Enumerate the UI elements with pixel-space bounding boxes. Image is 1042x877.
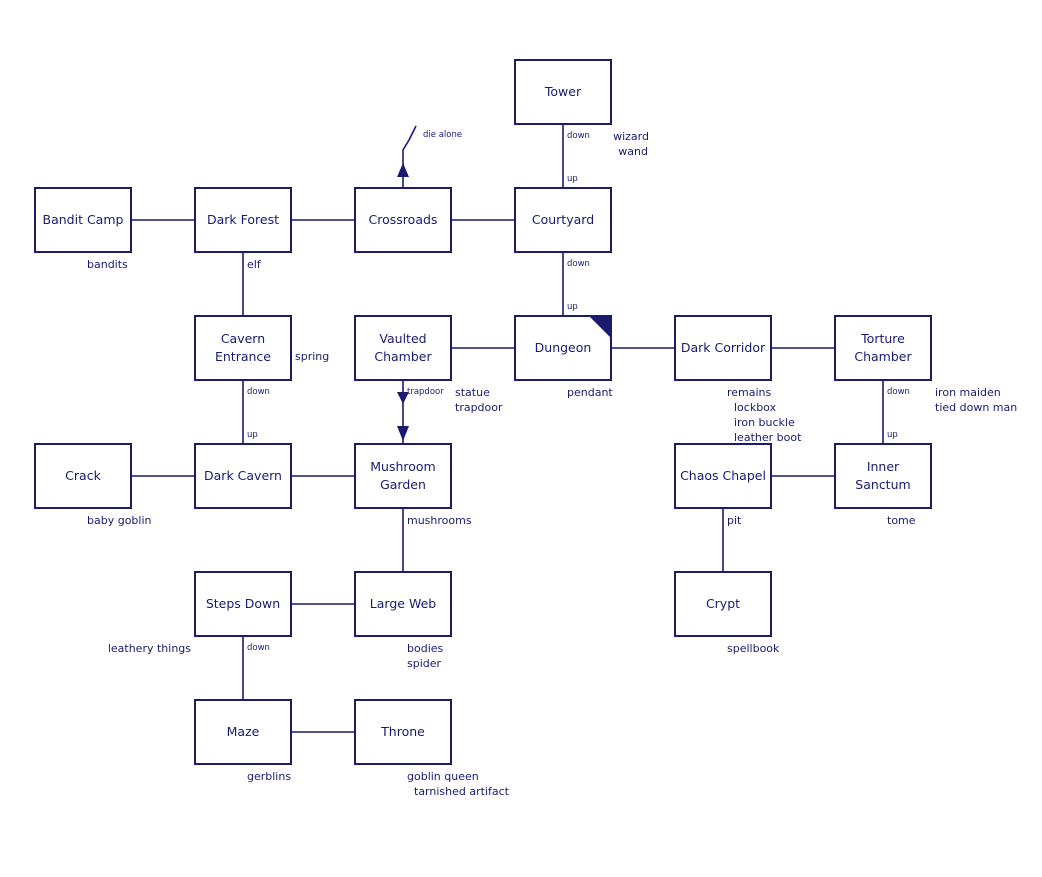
room-tower-label: Tower [544,84,582,99]
label-courtyard-down: down [567,259,590,269]
room-dark-forest-label: Dark Forest [207,212,279,227]
label-dungeon-up: up [567,302,578,312]
room-chaos-chapel-label: Chaos Chapel [680,468,766,483]
room-mushroom-garden-label-1: Mushroom [370,459,435,474]
room-crack[interactable]: Crack [34,443,132,509]
item-notes: wizard wand bandits elf spring statue tr… [87,130,1017,798]
room-vaulted-chamber[interactable]: Vaulted Chamber [354,315,452,381]
item-crypt-1: spellbook [727,642,780,655]
room-chaos-chapel[interactable]: Chaos Chapel [674,443,772,509]
room-inner-sanctum-label-1: Inner [867,459,900,474]
room-mushroom-garden[interactable]: Mushroom Garden [354,443,452,509]
room-dungeon[interactable]: Dungeon [514,315,612,381]
room-bandit-camp[interactable]: Bandit Camp [34,187,132,253]
room-bandit-camp-label: Bandit Camp [43,212,124,227]
room-mushroom-garden-label-2: Garden [380,477,426,492]
room-dungeon-label: Dungeon [535,340,592,355]
label-vaulted-trapdoor: trapdoor [407,387,444,397]
item-dark-corridor-4: leather boot [734,431,802,444]
room-crossroads-label: Crossroads [369,212,438,227]
room-large-web-label: Large Web [370,596,436,611]
item-dark-corridor-3: iron buckle [734,416,795,429]
room-dark-cavern[interactable]: Dark Cavern [194,443,292,509]
item-crack-1: baby goblin [87,514,152,527]
item-torture-chamber-2: tied down man [935,401,1017,414]
room-dark-corridor-label: Dark Corridor [681,340,766,355]
label-cavern-entrance-down: down [247,387,270,397]
room-cavern-entrance-label-2: Entrance [215,349,271,364]
item-tower-1: wizard [613,130,649,143]
label-steps-down-down: down [247,643,270,653]
room-throne-label: Throne [380,724,425,739]
room-vaulted-chamber-label-1: Vaulted [379,331,426,346]
room-dark-forest[interactable]: Dark Forest [194,187,292,253]
room-inner-sanctum[interactable]: Inner Sanctum [834,443,932,509]
label-dark-cavern-up: up [247,430,258,440]
room-maze[interactable]: Maze [194,699,292,765]
room-inner-sanctum-label-2: Sanctum [855,477,910,492]
room-vaulted-chamber-label-2: Chamber [374,349,432,364]
item-dark-corridor-1: remains [727,386,772,399]
label-courtyard-up: up [567,174,578,184]
arrowhead-trapdoor-down [397,392,409,404]
room-steps-down-label: Steps Down [206,596,280,611]
room-crack-label: Crack [65,468,101,483]
conn-crossroads-exit [402,125,417,188]
dark-room-marker-icon [589,316,611,338]
arrowhead-trapdoor-mushroom [397,426,409,441]
room-torture-chamber[interactable]: Torture Chamber [834,315,932,381]
item-torture-chamber-1: iron maiden [935,386,1001,399]
room-courtyard[interactable]: Courtyard [514,187,612,253]
connections [131,124,884,733]
label-tower-down: down [567,131,590,141]
item-vaulted-chamber-1: statue [455,386,490,399]
room-crossroads[interactable]: Crossroads [354,187,452,253]
item-throne-2: tarnished artifact [414,785,510,798]
room-large-web[interactable]: Large Web [354,571,452,637]
room-dark-cavern-label: Dark Cavern [204,468,282,483]
item-bandit-camp-1: bandits [87,258,128,271]
connection-labels: down up down up die alone down up trapdo… [247,130,910,653]
room-steps-down[interactable]: Steps Down [194,571,292,637]
room-torture-chamber-label-1: Torture [860,331,905,346]
item-chaos-chapel-1: pit [727,514,742,527]
room-crypt-label: Crypt [706,596,740,611]
item-dungeon-1: pendant [567,386,613,399]
label-sanctum-up: up [887,430,898,440]
room-cavern-entrance-label-1: Cavern [221,331,265,346]
item-dark-forest-1: elf [247,258,262,271]
room-dark-corridor[interactable]: Dark Corridor [674,315,772,381]
item-throne-1: goblin queen [407,770,479,783]
room-tower[interactable]: Tower [514,59,612,125]
room-cavern-entrance[interactable]: Cavern Entrance [194,315,292,381]
item-mushroom-garden-1: mushrooms [407,514,472,527]
item-maze-1: gerblins [247,770,291,783]
item-vaulted-chamber-2: trapdoor [455,401,503,414]
label-crossroads-exit: die alone [423,130,462,140]
item-steps-down-1: leathery things [108,642,191,655]
label-torture-down: down [887,387,910,397]
item-inner-sanctum-1: tome [887,514,916,527]
room-crypt[interactable]: Crypt [674,571,772,637]
room-courtyard-label: Courtyard [532,212,594,227]
item-large-web-2: spider [407,657,442,670]
item-cavern-entrance-1: spring [295,350,329,363]
room-throne[interactable]: Throne [354,699,452,765]
room-maze-label: Maze [227,724,260,739]
item-tower-2: wand [618,145,648,158]
item-large-web-1: bodies [407,642,444,655]
arrowhead-crossroads-exit [397,163,409,177]
room-torture-chamber-label-2: Chamber [854,349,912,364]
item-dark-corridor-2: lockbox [734,401,777,414]
